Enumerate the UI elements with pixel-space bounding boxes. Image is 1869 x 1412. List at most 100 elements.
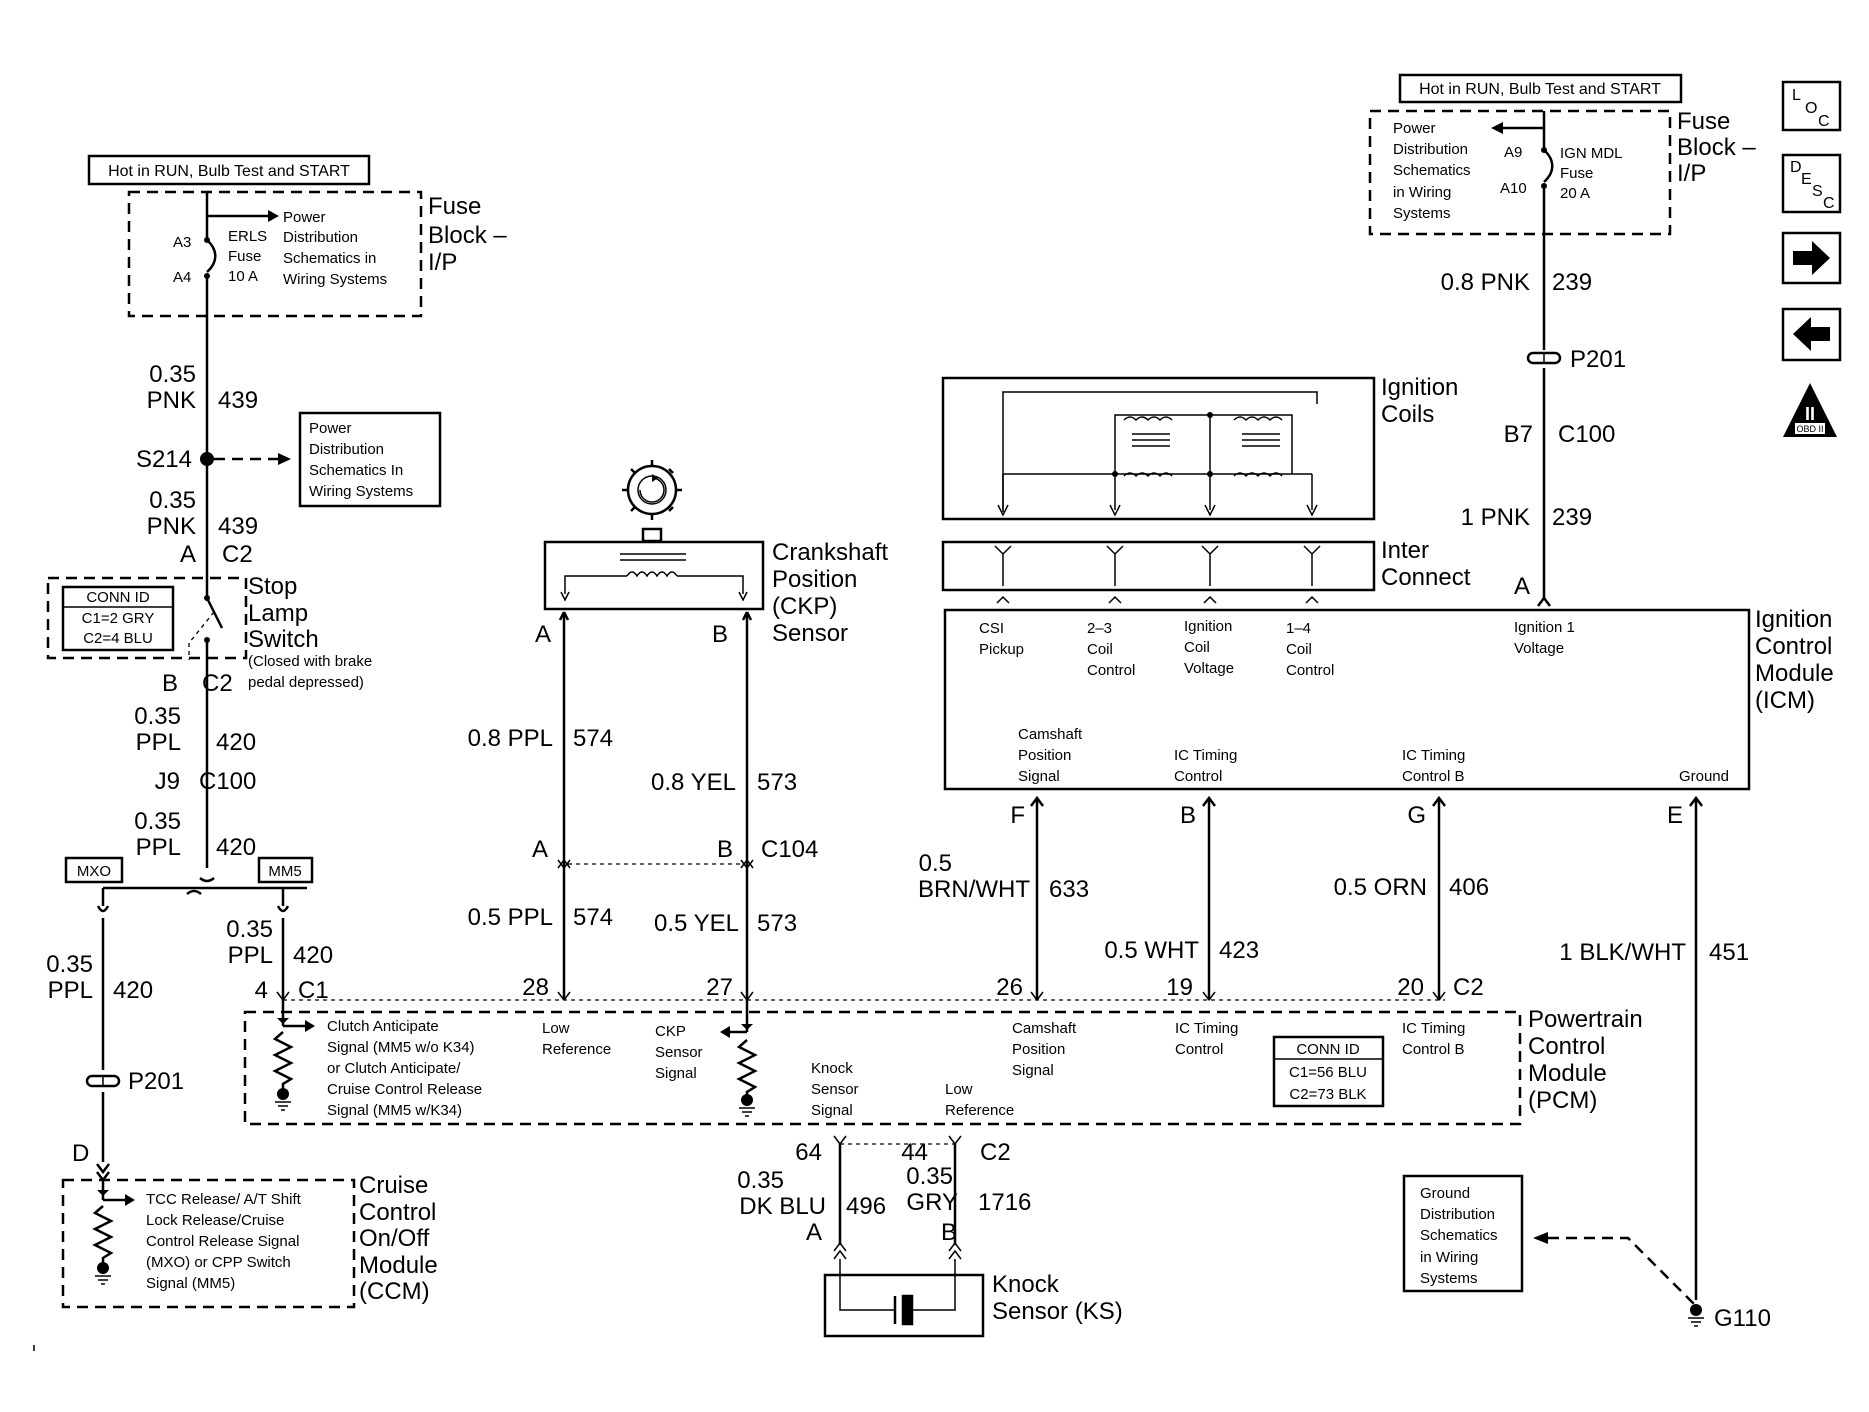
left-hot-label: Hot in RUN, Bulb Test and START [87,154,371,186]
svg-text:E: E [1801,171,1812,188]
svg-text:44: 44 [901,1139,928,1166]
previous-page-button[interactable] [1781,307,1842,362]
svg-text:A: A [806,1219,822,1246]
svg-text:239: 239 [1552,504,1592,531]
svg-text:Schematics in: Schematics in [283,250,376,267]
svg-text:Fuse: Fuse [1677,108,1730,135]
pcm-module: Clutch Anticipate Signal (MM5 w/o K34) o… [243,974,1643,1126]
svg-text:0.8 YEL: 0.8 YEL [651,769,736,796]
svg-text:IC Timing: IC Timing [1174,747,1237,764]
svg-text:B: B [941,1219,957,1246]
svg-text:C100: C100 [1558,421,1615,448]
loc-button[interactable]: L O C [1781,80,1842,132]
svg-text:C2: C2 [202,670,233,697]
svg-text:D: D [72,1140,89,1167]
svg-text:Ignition 1: Ignition 1 [1514,619,1575,636]
svg-text:Camshaft: Camshaft [1018,726,1083,743]
svg-text:Reference: Reference [945,1102,1014,1119]
svg-text:573: 573 [757,910,797,937]
splice-ref-box: Power Distribution Schematics In Wiring … [298,411,442,508]
svg-text:Sensor: Sensor [772,620,848,647]
svg-text:C2: C2 [222,541,253,568]
svg-text:0.35: 0.35 [226,916,273,943]
svg-text:423: 423 [1219,937,1259,964]
svg-text:G110: G110 [1714,1305,1771,1332]
svg-text:0.5 ORN: 0.5 ORN [1334,874,1427,901]
svg-text:Clutch Anticipate: Clutch Anticipate [327,1018,439,1035]
svg-text:Fuse: Fuse [428,193,481,220]
svg-text:Powertrain: Powertrain [1528,1006,1643,1033]
svg-text:(PCM): (PCM) [1528,1087,1597,1114]
svg-text:Distribution: Distribution [1393,141,1468,158]
svg-text:P201: P201 [1570,346,1626,373]
svg-text:Signal: Signal [1018,768,1060,785]
svg-text:633: 633 [1049,876,1089,903]
svg-text:Systems: Systems [1420,1270,1478,1287]
svg-text:C2: C2 [980,1139,1011,1166]
reluctor-wheel-icon [622,460,682,520]
svg-text:239: 239 [1552,269,1592,296]
obd-ii-icon[interactable]: II OBD II [1783,383,1837,437]
svg-text:ERLS: ERLS [228,228,267,245]
svg-text:L: L [1792,87,1801,104]
svg-text:Block –: Block – [1677,134,1756,161]
next-page-button[interactable] [1781,231,1842,285]
svg-text:E: E [1667,802,1683,829]
left-fuse-block: Fuse Block – I/P A3 A4 ERLS Fuse 10 A Po… [127,190,507,318]
svg-text:(ICM): (ICM) [1755,687,1815,714]
svg-text:I/P: I/P [1677,160,1706,187]
svg-text:A: A [532,836,548,863]
desc-button[interactable]: D E S C [1781,153,1842,214]
svg-text:26: 26 [996,974,1023,1001]
svg-text:Control B: Control B [1402,768,1465,785]
svg-text:2–3: 2–3 [1087,620,1112,637]
svg-text:Power: Power [309,420,352,437]
svg-text:Fuse: Fuse [228,248,261,265]
svg-text:Module: Module [359,1252,438,1279]
svg-text:PNK: PNK [147,387,196,414]
svg-text:On/Off: On/Off [359,1225,430,1252]
wire-ppl-420-mxo: 0.35 PPL 420 [46,951,153,1004]
svg-text:Coil: Coil [1286,641,1312,658]
svg-text:0.35: 0.35 [46,951,93,978]
svg-text:PNK: PNK [147,513,196,540]
svg-text:1 PNK: 1 PNK [1461,504,1530,531]
svg-text:Cruise Control Release: Cruise Control Release [327,1081,482,1098]
stop-lamp-switch: CONN ID C1=2 GRY C2=4 BLU Stop Lamp Swit… [46,573,372,691]
ignition-coils: Ignition Coils [941,374,1458,521]
svg-text:PPL: PPL [136,834,181,861]
svg-text:451: 451 [1709,939,1749,966]
svg-text:(MXO) or CPP Switch: (MXO) or CPP Switch [146,1254,291,1271]
svg-text:GRY: GRY [906,1189,958,1216]
svg-text:TCC Release/ A/T Shift: TCC Release/ A/T Shift [146,1191,302,1208]
svg-text:Power: Power [283,209,326,226]
ground-g110: G110 [1688,1304,1771,1332]
svg-text:A: A [535,621,551,648]
svg-text:28: 28 [522,974,549,1001]
svg-text:420: 420 [113,977,153,1004]
svg-text:27: 27 [706,974,733,1001]
icm-output-wires: F B G E 0.5 BRN/WHT 633 0.5 WHT 423 0.5 … [918,802,1749,966]
svg-text:A3: A3 [173,234,191,251]
svg-text:Systems: Systems [1393,205,1451,222]
svg-text:P201: P201 [128,1068,184,1095]
option-split: MXO MM5 [64,856,314,913]
svg-text:CKP: CKP [655,1023,686,1040]
svg-text:(CKP): (CKP) [772,593,837,620]
svg-text:A: A [1514,573,1530,600]
svg-text:A10: A10 [1500,180,1527,197]
svg-text:0.5 WHT: 0.5 WHT [1104,937,1199,964]
svg-text:D: D [1790,159,1802,176]
svg-text:IC Timing: IC Timing [1402,1020,1465,1037]
svg-text:Camshaft: Camshaft [1012,1020,1077,1037]
svg-text:Signal: Signal [811,1102,853,1119]
svg-text:Control: Control [1528,1033,1605,1060]
svg-text:Knock: Knock [992,1271,1060,1298]
svg-text:C2: C2 [1453,974,1484,1001]
svg-text:0.35: 0.35 [149,361,196,388]
svg-text:B7: B7 [1504,421,1533,448]
svg-text:Pickup: Pickup [979,641,1024,658]
splice-s214: S214 [136,446,291,473]
svg-text:574: 574 [573,725,613,752]
